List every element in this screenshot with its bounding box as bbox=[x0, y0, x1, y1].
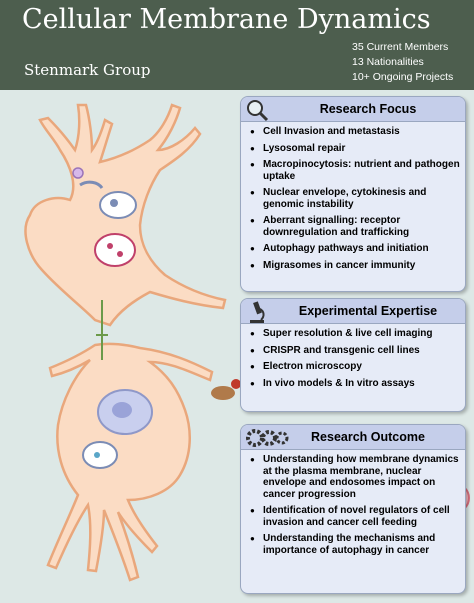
autophagosome bbox=[94, 233, 136, 267]
stat-members: 35 Current Members bbox=[352, 41, 449, 53]
stat-projects: 10+ Ongoing Projects bbox=[352, 71, 454, 83]
gears-icon bbox=[245, 426, 289, 455]
experimental-expertise-list: Super resolution & live cell imaging CRI… bbox=[241, 328, 465, 389]
list-item: Understanding the mechanisms and importa… bbox=[250, 533, 465, 556]
cell-illustration bbox=[24, 103, 470, 582]
list-item: Macropinocytosis: nutrient and pathogen … bbox=[250, 159, 465, 182]
experimental-expertise-title: Experimental Expertise bbox=[241, 299, 465, 324]
list-item: Nuclear envelope, cytokinesis and genomi… bbox=[250, 187, 465, 210]
header-banner: Cellular Membrane Dynamics Stenmark Grou… bbox=[0, 0, 474, 90]
list-item: Super resolution & live cell imaging bbox=[250, 328, 465, 340]
group-name: Stenmark Group bbox=[24, 61, 151, 79]
list-item: Understanding how membrane dynamics at t… bbox=[250, 454, 465, 500]
endosome bbox=[99, 191, 137, 219]
list-item: Autophagy pathways and initiation bbox=[250, 243, 465, 255]
page-title: Cellular Membrane Dynamics bbox=[22, 4, 431, 35]
research-focus-panel: Research Focus Cell Invasion and metasta… bbox=[240, 96, 466, 292]
research-outcome-list: Understanding how membrane dynamics at t… bbox=[241, 454, 465, 556]
fly-icon bbox=[211, 386, 235, 400]
research-focus-title: Research Focus bbox=[241, 97, 465, 122]
list-item: Identification of novel regulators of ce… bbox=[250, 505, 465, 528]
vesicle bbox=[72, 167, 84, 179]
list-item: Migrasomes in cancer immunity bbox=[250, 260, 465, 272]
list-item: CRISPR and transgenic cell lines bbox=[250, 345, 465, 357]
experimental-expertise-panel: Experimental Expertise Super resolution … bbox=[240, 298, 466, 412]
list-item: In vivo models & In vitro assays bbox=[250, 378, 465, 390]
list-item: Electron microscopy bbox=[250, 361, 465, 373]
magnifier-icon bbox=[245, 98, 269, 127]
list-item: Cell Invasion and metastasis bbox=[250, 126, 465, 138]
list-item: Aberrant signalling: receptor downregula… bbox=[250, 215, 465, 238]
lower-cell bbox=[46, 342, 214, 582]
research-outcome-panel: Research Outcome Understanding how membr… bbox=[240, 424, 466, 594]
microscope-icon bbox=[245, 300, 269, 329]
midbody bbox=[96, 300, 108, 360]
stat-nationalities: 13 Nationalities bbox=[352, 56, 424, 68]
research-focus-list: Cell Invasion and metastasis Lysosomal r… bbox=[241, 126, 465, 271]
list-item: Lysosomal repair bbox=[250, 143, 465, 155]
group-stats: 35 Current Members 13 Nationalities 10+ … bbox=[352, 40, 453, 85]
